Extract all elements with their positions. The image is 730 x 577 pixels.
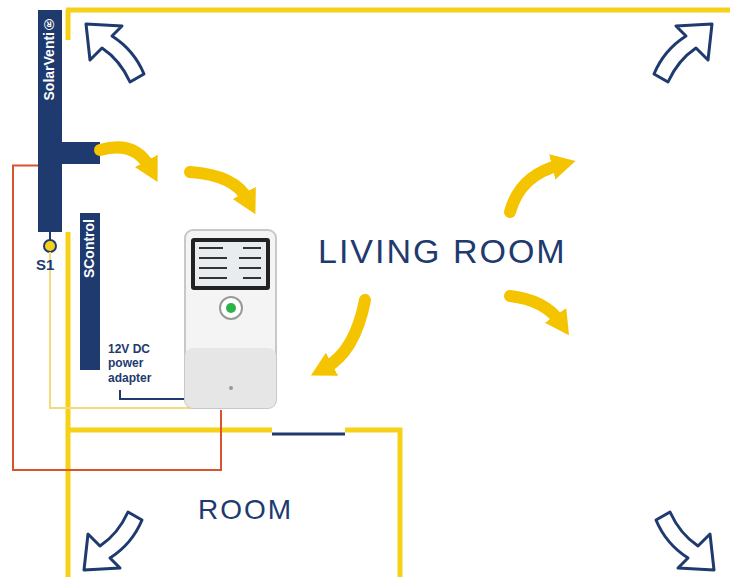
room-region: ROOM	[70, 434, 398, 577]
sensor-label: S1	[36, 256, 54, 273]
controller-tab: SControl	[80, 213, 100, 370]
controller-device	[183, 228, 278, 410]
controller-box: SControl	[183, 228, 278, 410]
vent-panel: SolarVenti®	[38, 10, 62, 232]
controller-label: SControl	[81, 219, 97, 278]
sensor	[44, 240, 56, 252]
vent-outlet	[60, 142, 100, 164]
brand-label: SolarVenti®	[41, 16, 57, 100]
room-name: ROOM	[198, 494, 293, 526]
door	[272, 433, 345, 436]
adapter-label: 12V DC power adapter	[108, 342, 186, 385]
room-name: LIVING ROOM	[318, 232, 567, 271]
room-region: LIVING ROOM	[70, 12, 728, 428]
